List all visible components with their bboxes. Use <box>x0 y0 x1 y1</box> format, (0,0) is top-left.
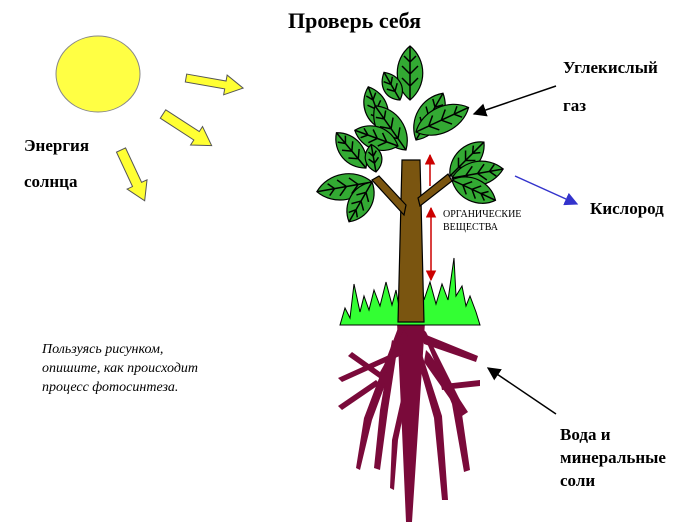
oxygen-arrow <box>514 175 579 206</box>
co2-arrow <box>472 85 557 117</box>
sun <box>55 35 141 113</box>
sun-ray-arrow <box>184 73 245 96</box>
leaves <box>316 45 504 223</box>
oxygen-label: Кислород <box>590 199 664 218</box>
organic-label-line2: ВЕЩЕСТВА <box>443 222 499 233</box>
tree-trunk <box>371 159 453 323</box>
co2-label-line2: газ <box>563 96 587 115</box>
page-title: Проверь себя <box>288 8 421 33</box>
sun-energy-label-line2: солнца <box>24 172 78 191</box>
water-label-line2: минеральные <box>560 448 666 467</box>
task-text: Пользуясь рисунком, опишите, как происхо… <box>42 340 198 397</box>
sun-energy-label-line1: Энергия <box>24 136 90 155</box>
sun-ray-arrows <box>115 73 245 202</box>
water-arrow <box>486 367 557 415</box>
task-line: процесс фотосинтеза. <box>42 380 179 395</box>
water-label-line3: соли <box>560 471 596 490</box>
organic-label-line1: ОРГАНИЧЕСКИЕ <box>443 209 522 220</box>
sun-ray-arrow <box>159 109 213 147</box>
water-label-line1: Вода и <box>560 425 611 444</box>
sun-ray-arrow <box>115 147 148 202</box>
task-line: Пользуясь рисунком, <box>42 342 164 357</box>
task-line: опишите, как происходит <box>42 361 199 376</box>
roots <box>338 322 480 522</box>
co2-label-line1: Углекислый <box>563 58 658 77</box>
